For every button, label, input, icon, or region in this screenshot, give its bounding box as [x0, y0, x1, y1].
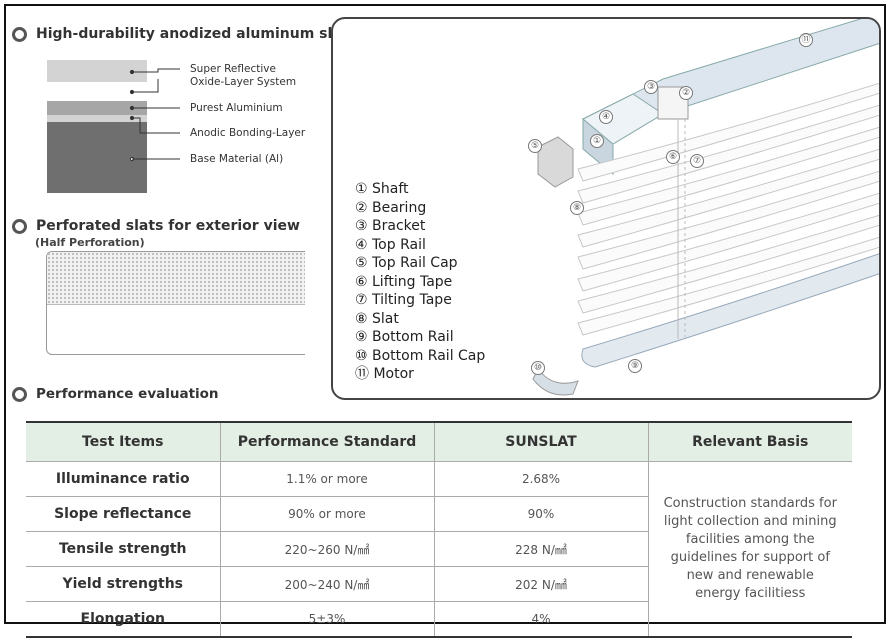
- cell-test-item: Illuminance ratio: [26, 461, 220, 497]
- layer-base-material: [47, 122, 147, 193]
- bullet-icon: [12, 386, 27, 402]
- cell-standard: 5±3%: [219, 601, 434, 638]
- table-row: Slope reflectance 90% or more 90%: [26, 496, 852, 532]
- cell-standard: 200~240 N/㎟: [219, 566, 434, 602]
- header-sunslat: SUNSLAT: [433, 421, 648, 462]
- callout-2: ②: [679, 86, 693, 100]
- part-item: ② Bearing: [355, 199, 427, 216]
- cell-test-item: Slope reflectance: [26, 496, 220, 532]
- header-test-items: Test Items: [26, 421, 220, 462]
- layer-anodic-bonding: [47, 115, 147, 122]
- aluminum-title-text: High-durability anodized aluminum slats: [36, 26, 357, 42]
- cell-test-item: Tensile strength: [26, 531, 220, 567]
- part-item: ⑧ Slat: [355, 310, 399, 327]
- bullet-icon: [12, 26, 27, 42]
- layer-diagram: [47, 60, 180, 193]
- cell-sunslat: 202 N/㎟: [433, 566, 648, 602]
- cell-standard: 1.1% or more: [219, 461, 434, 497]
- part-item: ⑦ Tilting Tape: [355, 292, 452, 308]
- cell-standard: 90% or more: [219, 496, 434, 532]
- label-anodic-bonding: Anodic Bonding-Layer: [190, 127, 306, 139]
- table-row: Tensile strength 220~260 N/㎟ 228 N/㎟: [26, 531, 852, 567]
- perforated-slat-image: [46, 251, 305, 355]
- label-purest-aluminium: Purest Aluminium: [190, 102, 283, 114]
- callout-3: ③: [644, 80, 658, 94]
- cell-sunslat: 2.68%: [433, 461, 648, 497]
- callout-4: ④: [599, 110, 613, 124]
- table-header-row: Test Items Performance Standard SUNSLAT …: [26, 421, 852, 462]
- performance-table: Test Items Performance Standard SUNSLAT …: [26, 421, 852, 638]
- part-item: ③ Bracket: [355, 218, 426, 234]
- parts-list: ① Shaft ② Bearing ③ Bracket ④ Top Rail ⑤…: [355, 180, 485, 384]
- callout-8: ⑧: [570, 201, 584, 215]
- perforated-subtitle: (Half Perforation): [35, 236, 145, 249]
- cell-sunslat: 228 N/㎟: [433, 531, 648, 567]
- part-item: ⑨ Bottom Rail: [355, 329, 454, 345]
- part-item: ④ Top Rail: [355, 236, 426, 253]
- label-super-reflective: Super Reflective Oxide-Layer System: [190, 63, 297, 88]
- callout-1: ①: [590, 134, 604, 148]
- callout-10: ⑩: [531, 361, 545, 375]
- cell-standard: 220~260 N/㎟: [219, 531, 434, 567]
- callout-11: ⑪: [799, 33, 813, 47]
- cell-sunslat: 4%: [433, 601, 648, 638]
- callout-6: ⑥: [666, 150, 680, 164]
- part-item: ⑩ Bottom Rail Cap: [355, 347, 486, 364]
- cell-test-item: Elongation: [26, 601, 220, 638]
- section-performance-title: Performance evaluation: [12, 386, 219, 402]
- callout-7: ⑦: [690, 154, 704, 168]
- cell-test-item: Yield strengths: [26, 566, 220, 602]
- cell-relevant-basis: Construction standards for light collect…: [647, 461, 852, 638]
- table-row: Illuminance ratio 1.1% or more 2.68% Con…: [26, 461, 852, 638]
- header-performance-standard: Performance Standard: [219, 421, 434, 462]
- section-aluminum-title: High-durability anodized aluminum slats: [12, 26, 357, 42]
- layer-purest-aluminium: [47, 101, 147, 115]
- part-item: ⑤ Top Rail Cap: [355, 255, 458, 271]
- blind-illustration: [532, 19, 879, 396]
- table-row: Yield strengths 200~240 N/㎟ 202 N/㎟: [26, 566, 852, 602]
- callout-9: ⑨: [628, 359, 642, 373]
- perforation-pattern: [47, 252, 305, 305]
- layer-super-reflective: [47, 60, 147, 82]
- blind-diagram-panel: ① Shaft ② Bearing ③ Bracket ④ Top Rail ⑤…: [331, 17, 881, 400]
- part-item: ① Shaft: [355, 181, 409, 197]
- part-item: ⑪ Motor: [355, 366, 414, 382]
- callout-5: ⑤: [528, 139, 542, 153]
- bullet-icon: [12, 218, 27, 234]
- perforated-title-text: Perforated slats for exterior view: [36, 218, 300, 234]
- label-base-material: Base Material (Al): [190, 153, 284, 165]
- cell-sunslat: 90%: [433, 496, 648, 532]
- header-relevant-basis: Relevant Basis: [647, 421, 852, 462]
- part-item: ⑥ Lifting Tape: [355, 273, 453, 290]
- section-perforated-title: Perforated slats for exterior view: [12, 218, 300, 234]
- performance-title-text: Performance evaluation: [36, 386, 219, 402]
